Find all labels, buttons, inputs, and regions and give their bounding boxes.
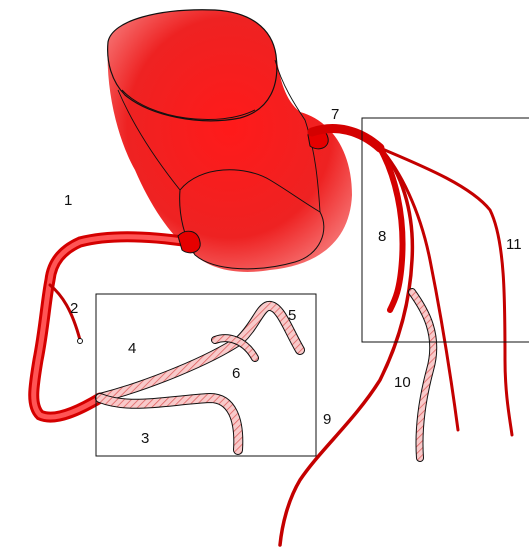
rca-ostium-loop — [178, 231, 200, 253]
segment-label-2: 2 — [70, 300, 78, 317]
segment-label-4: 4 — [128, 340, 136, 357]
segment-label-7: 7 — [331, 106, 339, 123]
segment-label-9: 9 — [323, 411, 331, 428]
segment-label-11: 11 — [506, 236, 522, 253]
diagonal-branch — [380, 148, 458, 430]
segment-label-5: 5 — [288, 307, 296, 324]
segment-label-3: 3 — [141, 430, 149, 447]
segment-label-8: 8 — [378, 228, 386, 245]
segment-label-6: 6 — [232, 365, 240, 382]
acute-marginal-tip — [78, 339, 83, 344]
segment-label-1: 1 — [64, 192, 72, 209]
segment-label-10: 10 — [394, 374, 411, 391]
